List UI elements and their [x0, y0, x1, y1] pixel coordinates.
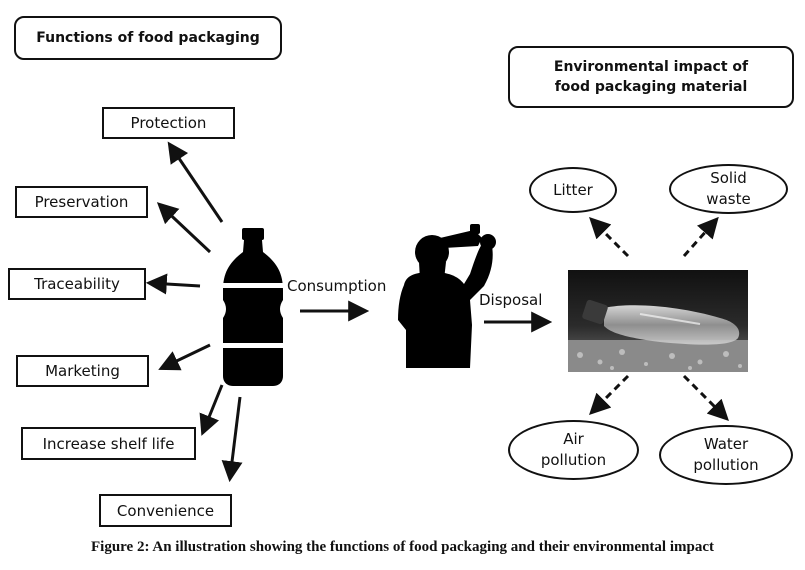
arrow-traceability [145, 273, 201, 295]
arrow-preservation [156, 202, 212, 254]
arrow-protection [167, 141, 224, 223]
bottle-icon [223, 228, 283, 386]
function-marketing: Marketing [16, 355, 149, 387]
function-increase-shelf-life: Increase shelf life [21, 427, 196, 460]
arrow-litter [589, 217, 630, 258]
function-arrows [145, 141, 243, 483]
disposal-label: Disposal [479, 291, 543, 309]
function-convenience: Convenience [99, 494, 232, 527]
impact-air-pollution: Air pollution [508, 420, 639, 480]
arrow-water-pollution [682, 374, 729, 421]
person-drinking-icon [398, 224, 496, 368]
impact-litter: Litter [529, 167, 617, 213]
impact-water-pollution: Water pollution [659, 425, 793, 485]
arrow-air-pollution [589, 374, 630, 415]
arrow-shelf-life [199, 384, 224, 436]
function-traceability: Traceability [8, 268, 146, 300]
function-preservation: Preservation [15, 186, 148, 218]
consumption-label: Consumption [287, 277, 387, 295]
environment-title: Environmental impact of food packaging m… [508, 46, 794, 108]
discarded-bottle-photo [568, 270, 748, 372]
arrow-solid-waste [682, 216, 719, 257]
arrow-convenience [221, 396, 243, 483]
figure-caption: Figure 2: An illustration showing the fu… [91, 539, 714, 555]
impact-solid-waste: Solid waste [669, 164, 788, 214]
function-protection: Protection [102, 107, 235, 139]
arrow-marketing [158, 343, 211, 371]
functions-title: Functions of food packaging [14, 16, 282, 60]
impact-arrows [589, 216, 729, 421]
